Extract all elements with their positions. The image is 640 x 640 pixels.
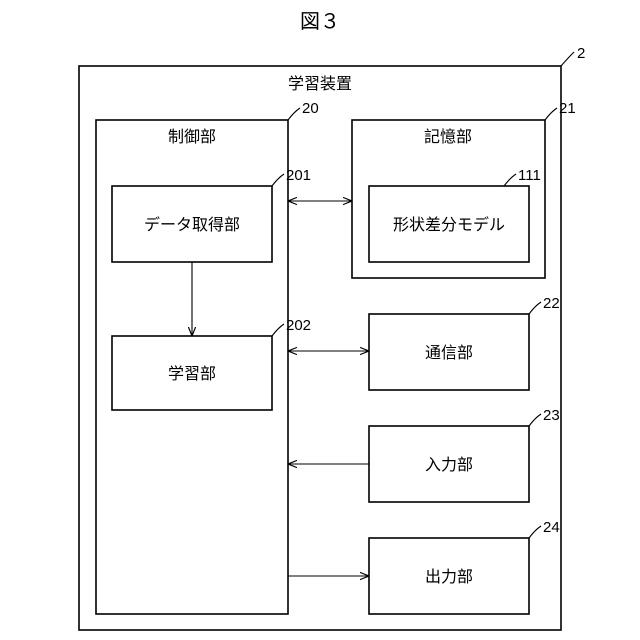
- shape-diff-model-ref: 111: [518, 167, 541, 184]
- input-ref: 23: [543, 407, 560, 424]
- storage-ref: 21: [559, 100, 576, 117]
- data-acquisition-label: データ取得部: [144, 215, 240, 234]
- device-leader-line: [561, 52, 574, 66]
- device-ref: 2: [577, 45, 585, 62]
- control-ref: 20: [302, 100, 319, 117]
- device-label: 学習装置: [288, 74, 352, 93]
- storage-label: 記憶部: [424, 127, 472, 146]
- data-acquisition-ref: 201: [286, 167, 311, 184]
- input-label: 入力部: [425, 455, 473, 474]
- output-label: 出力部: [425, 567, 473, 586]
- figure-title: 図３: [300, 9, 340, 33]
- output-ref: 24: [543, 519, 560, 536]
- communication-label: 通信部: [425, 343, 473, 362]
- shape-diff-model-label: 形状差分モデル: [393, 215, 505, 234]
- communication-ref: 22: [543, 295, 560, 312]
- control-label: 制御部: [168, 127, 216, 146]
- learning-label: 学習部: [168, 364, 216, 383]
- learning-ref: 202: [286, 317, 311, 334]
